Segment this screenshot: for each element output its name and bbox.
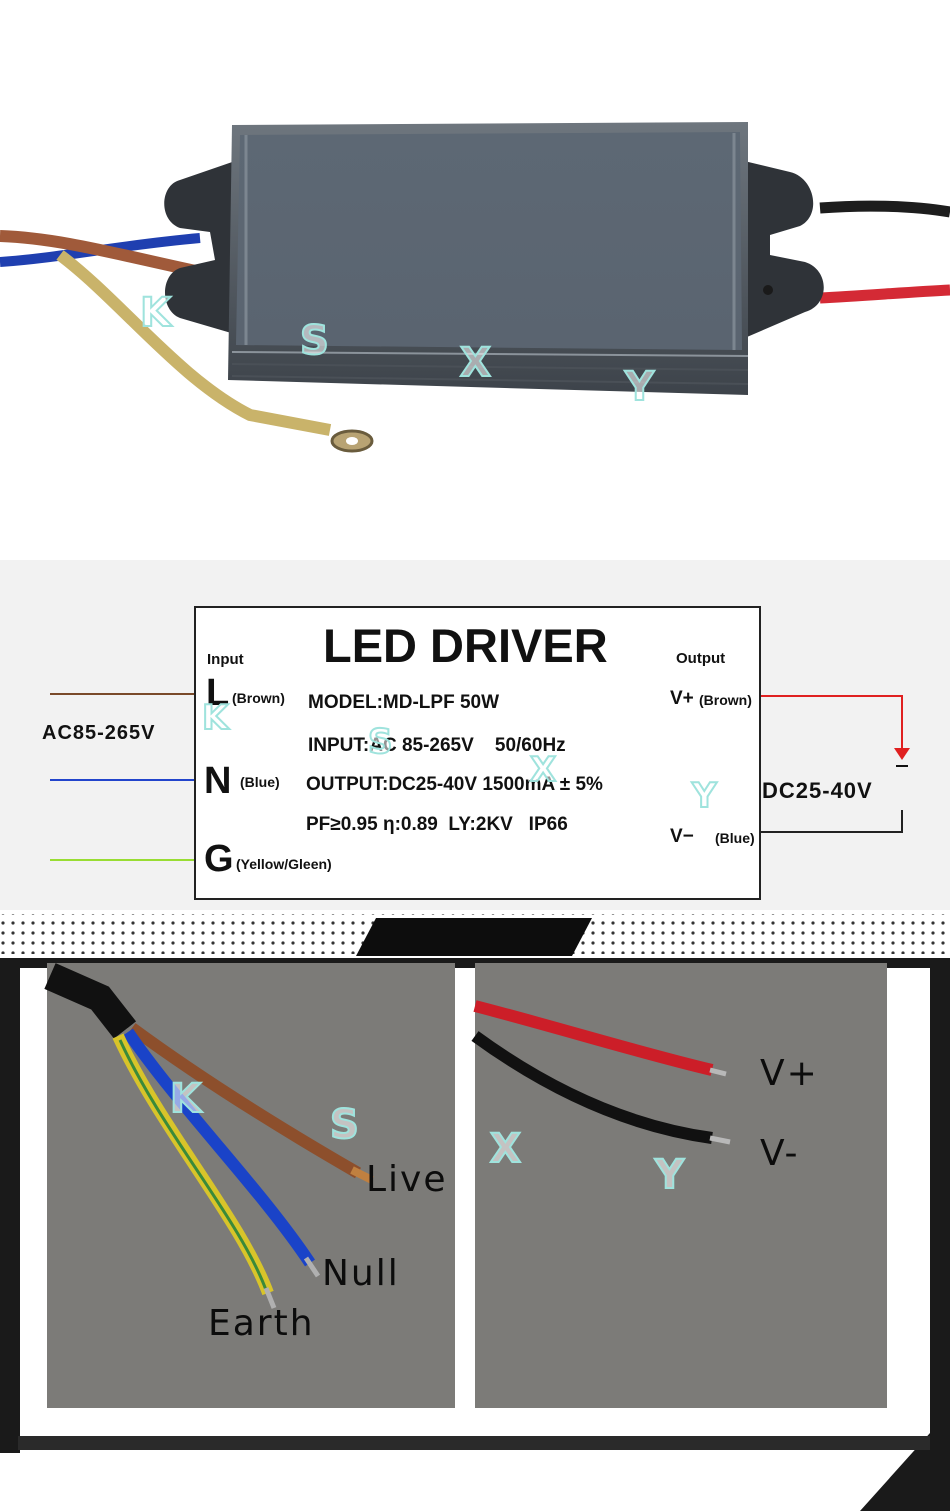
watermark-letter: Y	[691, 775, 718, 817]
watermark-letter: S	[367, 721, 393, 763]
arrow-head-icon	[894, 748, 910, 760]
output-heading: Output	[676, 650, 726, 667]
terminal-g: G	[204, 838, 234, 880]
watermark-letter: K	[201, 697, 229, 739]
output-negative-note: (Blue)	[715, 830, 755, 846]
spec-misc: PF≥0.95 η:0.89 LY:2KV IP66	[306, 814, 568, 835]
spec-model: MODEL:MD-LPF 50W	[308, 692, 500, 713]
terminal-n-note: (Blue)	[240, 774, 280, 790]
label-title: LED DRIVER	[323, 619, 608, 672]
v-minus-wire-label: V-	[760, 1133, 800, 1174]
black-output-line	[760, 810, 903, 833]
watermark-letter: S	[299, 317, 330, 365]
wiring-diagram: AC85-265V DC25-40V LED DRIVER Input Outp…	[0, 560, 950, 910]
null-wire-label: Null	[322, 1253, 400, 1294]
v-plus-wire-label: V+	[760, 1053, 819, 1094]
output-positive-note: (Brown)	[699, 692, 752, 708]
watermark-letter: X	[489, 1125, 522, 1173]
wire-closeup-photos	[0, 958, 950, 1511]
output-positive: V+	[670, 688, 694, 709]
led-driver-photo	[0, 122, 950, 453]
red-output-line	[760, 695, 903, 752]
terminal-n: N	[204, 760, 232, 802]
terminal-l-note: (Brown)	[232, 690, 285, 706]
terminal-g-note: (Yellow/Gleen)	[236, 856, 332, 872]
driver-label: LED DRIVER Input Output L (Brown) N (Blu…	[194, 606, 761, 900]
watermark-letter: K	[169, 1075, 202, 1123]
wire-closeup-section: Live Null Earth V+ V- K S X Y	[0, 958, 950, 1511]
wiring-lines	[50, 693, 910, 861]
watermark-letter: Y	[624, 363, 655, 411]
earth-wire-label: Earth	[208, 1303, 315, 1344]
watermark-letter: X	[459, 339, 492, 387]
output-voltage-label: DC25-40V	[762, 778, 873, 803]
spec-output: OUTPUT:DC25-40V 1500mA ± 5%	[306, 774, 603, 795]
watermark-letter: K	[139, 289, 172, 337]
product-photo: K S X Y	[0, 0, 950, 510]
watermark-letter: Y	[654, 1151, 685, 1199]
watermark-letter: S	[329, 1101, 360, 1149]
input-voltage-label: AC85-265V	[42, 722, 156, 744]
live-wire-label: Live	[366, 1159, 448, 1200]
spec-input: INPUT:AC 85-265V 50/60Hz	[308, 735, 566, 756]
output-negative: V−	[670, 826, 694, 847]
dotted-divider	[0, 914, 950, 956]
watermark-letter: X	[529, 749, 557, 791]
input-heading: Input	[207, 651, 244, 668]
terminal-l: L	[206, 672, 230, 714]
